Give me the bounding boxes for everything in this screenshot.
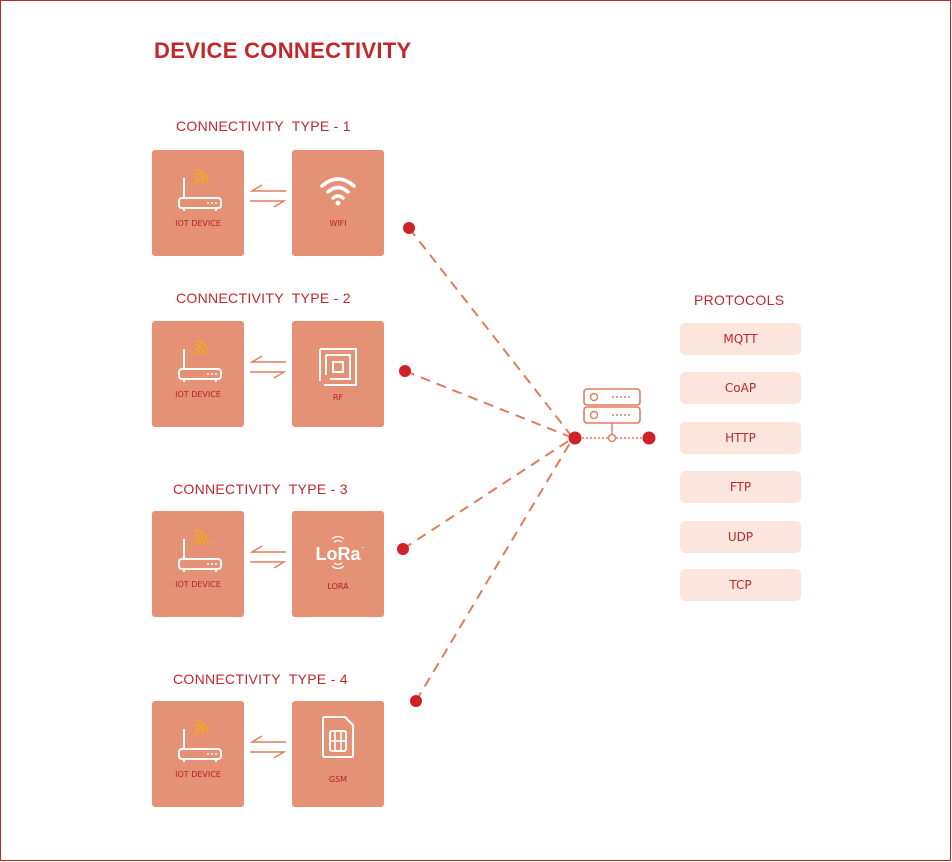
- connection-dot-2: [399, 365, 411, 377]
- tech-label: WIFI: [329, 219, 347, 228]
- lora-card: LoRa ™ LORA: [292, 511, 384, 617]
- bidirectional-arrows-icon: [249, 355, 287, 379]
- iot-device-card-3: IOT DEVICE: [152, 511, 244, 617]
- connection-lines: [402, 227, 574, 702]
- iot-device-icon: [178, 340, 222, 382]
- protocol-tcp: TCP: [680, 569, 801, 601]
- connection-line-4: [415, 437, 574, 702]
- iot-device-icon: [178, 169, 222, 211]
- server-right-dot: [642, 431, 656, 445]
- tech-label: LORA: [327, 582, 349, 591]
- tech-label: RF: [332, 393, 344, 402]
- iot-device-card-1: IOT DEVICE: [152, 150, 244, 256]
- tech-label: GSM: [328, 775, 348, 784]
- connectivity-type-1-title: CONNECTIVITY TYPE - 1: [176, 118, 351, 134]
- protocol-coap: CoAP: [680, 372, 801, 404]
- iot-device-card-4: IOT DEVICE: [152, 701, 244, 807]
- gsm-card: GSM: [292, 701, 384, 807]
- connection-line-2: [404, 370, 574, 439]
- iot-device-card-2: IOT DEVICE: [152, 321, 244, 427]
- protocol-ftp: FTP: [680, 471, 801, 503]
- connectivity-type-3-title: CONNECTIVITY TYPE - 3: [173, 481, 348, 497]
- lora-logo: LoRa ™: [316, 535, 365, 570]
- lora-logo-text: LoRa: [316, 544, 362, 564]
- rf-icon: [319, 348, 357, 386]
- page-title: DEVICE CONNECTIVITY: [154, 38, 412, 63]
- protocols-title: PROTOCOLS: [694, 292, 785, 308]
- iot-device-icon: [178, 720, 222, 762]
- bidirectional-arrows-icon: [249, 184, 287, 208]
- protocol-http: HTTP: [680, 422, 801, 454]
- rf-card: RF: [292, 321, 384, 427]
- protocol-mqtt: MQTT: [680, 323, 801, 355]
- iot-device-label: IOT DEVICE: [175, 390, 221, 399]
- sim-card-icon: [322, 716, 354, 758]
- connection-line-3: [402, 437, 574, 550]
- bidirectional-arrows-icon: [249, 545, 287, 569]
- wifi-icon: [320, 177, 356, 206]
- svg-text:™: ™: [361, 546, 365, 551]
- server-icon: [578, 388, 646, 443]
- iot-device-label: IOT DEVICE: [175, 770, 221, 779]
- bidirectional-arrows-icon: [249, 735, 287, 759]
- connectivity-type-2-title: CONNECTIVITY TYPE - 2: [176, 290, 351, 306]
- server-left-dot: [568, 431, 582, 445]
- protocol-udp: UDP: [680, 521, 801, 553]
- iot-device-icon: [178, 530, 222, 572]
- connection-line-1: [408, 227, 574, 439]
- connectivity-type-4-title: CONNECTIVITY TYPE - 4: [173, 671, 348, 687]
- connection-dot-3: [397, 543, 409, 555]
- iot-device-label: IOT DEVICE: [175, 580, 221, 589]
- wifi-card: WIFI: [292, 150, 384, 256]
- connection-dot-1: [403, 222, 415, 234]
- iot-device-label: IOT DEVICE: [175, 219, 221, 228]
- connection-dot-4: [410, 695, 422, 707]
